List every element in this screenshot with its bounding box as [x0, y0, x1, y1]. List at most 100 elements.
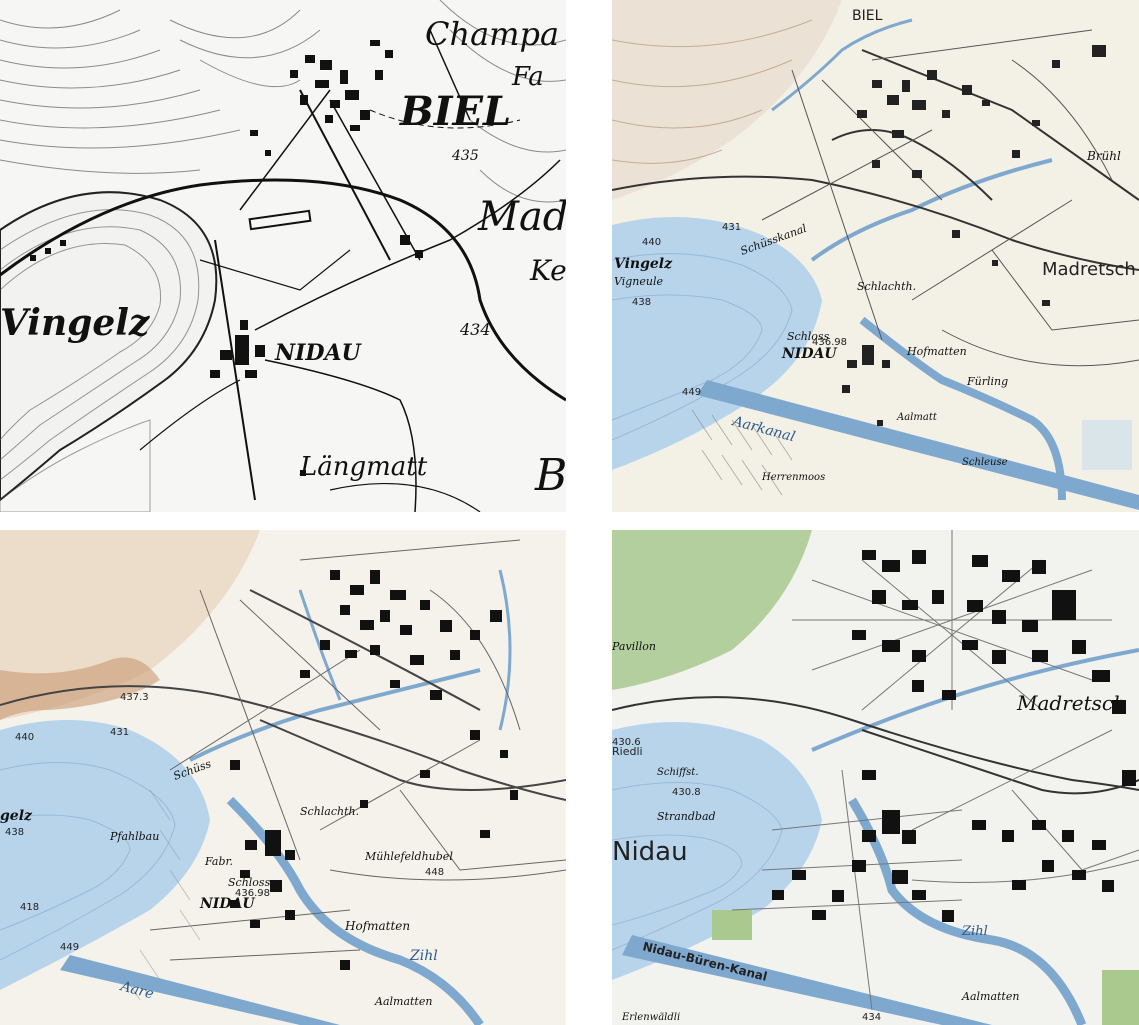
streets [731, 530, 1139, 1011]
map-panel-modern: Nidau Madretsch Riedli Schiffst. Strandb… [612, 530, 1139, 1025]
label-elev-4308: 430.8 [672, 787, 701, 798]
label-madretsch: Madretsch [1042, 259, 1136, 280]
label-madretsch: Madretsch [1016, 691, 1126, 715]
buildings [772, 550, 1136, 922]
label-zihl: Zihl [961, 924, 988, 939]
label-fa: Fa [511, 62, 544, 92]
relief-area [612, 0, 842, 200]
label-vingelz: Vingelz [0, 302, 151, 344]
label-nidau: Nidau [612, 837, 688, 867]
label-elev-440: 440 [642, 237, 661, 248]
streets [761, 29, 1139, 367]
label-elev-431: 431 [110, 727, 129, 738]
label-nidau: NIDAU [781, 346, 837, 362]
label-erlenwaldli: Erlenwäldli [621, 1012, 680, 1023]
forest-area [612, 530, 812, 690]
label-muhlefeldhubel: Mühlefeldhubel [364, 850, 453, 863]
marsh-area [691, 409, 793, 496]
label-ke: Ke [529, 254, 566, 287]
streets [149, 539, 566, 961]
railways [612, 696, 1139, 795]
label-strandbad: Strandbad [657, 810, 716, 823]
label-vignenle: Vigneule [614, 275, 664, 288]
zihl-river [848, 797, 1087, 1025]
green-patch-east [1102, 970, 1139, 1025]
buildings [842, 45, 1106, 426]
label-biel: BIEL [852, 8, 883, 24]
lake-depth-lines [0, 762, 176, 961]
label-elev-418: 418 [20, 902, 39, 913]
label-vingelz: Vingelz [614, 256, 673, 272]
label-elev-434: 434 [862, 1012, 881, 1023]
label-elev-448: 448 [425, 867, 444, 878]
lake-depth-lines [612, 253, 793, 441]
label-b: B [534, 450, 566, 501]
lake-water [612, 722, 822, 980]
railways [0, 589, 566, 801]
label-zihl: Zihl [409, 948, 438, 964]
stream-east [498, 569, 512, 731]
schuss-channel [189, 668, 481, 762]
roads [0, 29, 566, 512]
label-elev-440: 440 [15, 732, 34, 743]
map-panel-1930s: gelz Schüss Pfahlbau Schlachth. Mühlefel… [0, 530, 566, 1025]
map-1850s-svg: BIEL Champa Fa Madr Ke Vingelz NIDAU Län… [0, 0, 566, 512]
nidau-buren-canal [622, 935, 992, 1025]
label-schleuse: Schleuse [962, 457, 1008, 468]
hachure-hills [0, 0, 566, 203]
label-pavillon: Pavillon [612, 640, 656, 653]
label-hofmatten: Hofmatten [344, 919, 410, 933]
aare-canal [60, 955, 340, 1025]
label-elev-434: 434 [459, 320, 491, 339]
label-pfahlbau: Pfahlbau [109, 830, 159, 843]
relief-lines [612, 19, 813, 164]
label-biel: BIEL [399, 88, 511, 135]
map-1930s-svg: gelz Schüss Pfahlbau Schlachth. Mühlefel… [0, 530, 566, 1025]
buildings-nidau [30, 235, 423, 476]
label-elev-4306: 430.6 [612, 737, 641, 748]
label-gelz: gelz [0, 808, 33, 824]
railway-yard [248, 209, 312, 231]
schuss-upper [771, 18, 913, 112]
label-furling: Fürling [966, 375, 1008, 388]
label-schlachth: Schlachth. [857, 280, 916, 293]
label-aalmatten: Aalmatten [961, 990, 1019, 1003]
lake-shore [0, 191, 218, 502]
lake-water [0, 720, 210, 990]
label-riedli: Riedli [612, 745, 643, 758]
label-elev-435: 435 [451, 148, 479, 164]
buildings [230, 570, 518, 970]
label-schlachth: Schlachth. [300, 805, 359, 818]
label-langmatt: Längmatt [299, 452, 428, 482]
label-elev-438: 438 [632, 297, 651, 308]
label-nidau: NIDAU [274, 340, 363, 366]
green-patch [712, 910, 752, 940]
label-schloss: Schloss [787, 330, 830, 343]
label-elev-438: 438 [5, 827, 24, 838]
map-panel-1880s: BIEL Vingelz Vigneule Schüsskanal NIDAU … [612, 0, 1139, 512]
label-elev-43698: 436.98 [235, 888, 270, 899]
label-hofmatten: Hofmatten [906, 345, 967, 358]
label-aalmatt: Aalmatt [896, 412, 938, 423]
label-aalmatten: Aalmatten [374, 995, 432, 1008]
label-bruhl: Brühl [1086, 149, 1121, 163]
schuss-channel [810, 158, 1053, 262]
label-madr: Madr [477, 194, 566, 240]
map-panel-1850s: BIEL Champa Fa Madr Ke Vingelz NIDAU Län… [0, 0, 566, 512]
marsh-square [1082, 420, 1132, 470]
zihl-river [859, 316, 1066, 501]
label-schloss: Schloss [228, 876, 271, 889]
label-elev-449: 449 [60, 942, 79, 953]
label-elev-43698: 436.98 [812, 337, 847, 348]
label-fabr: Fabr. [204, 855, 233, 868]
buildings-biel [250, 40, 393, 156]
label-nidau: NIDAU [199, 896, 255, 912]
label-elev-437: 437.3 [120, 692, 149, 703]
label-champ: Champa [425, 15, 559, 53]
label-herrenmoos: Herrenmoos [761, 472, 825, 483]
label-schiffsta: Schiffst. [657, 767, 699, 778]
map-1880s-svg: BIEL Vingelz Vigneule Schüsskanal NIDAU … [612, 0, 1139, 512]
aarkanal-water [697, 380, 1139, 510]
lake-depth-lines [612, 782, 783, 951]
label-elev-431: 431 [722, 222, 741, 233]
